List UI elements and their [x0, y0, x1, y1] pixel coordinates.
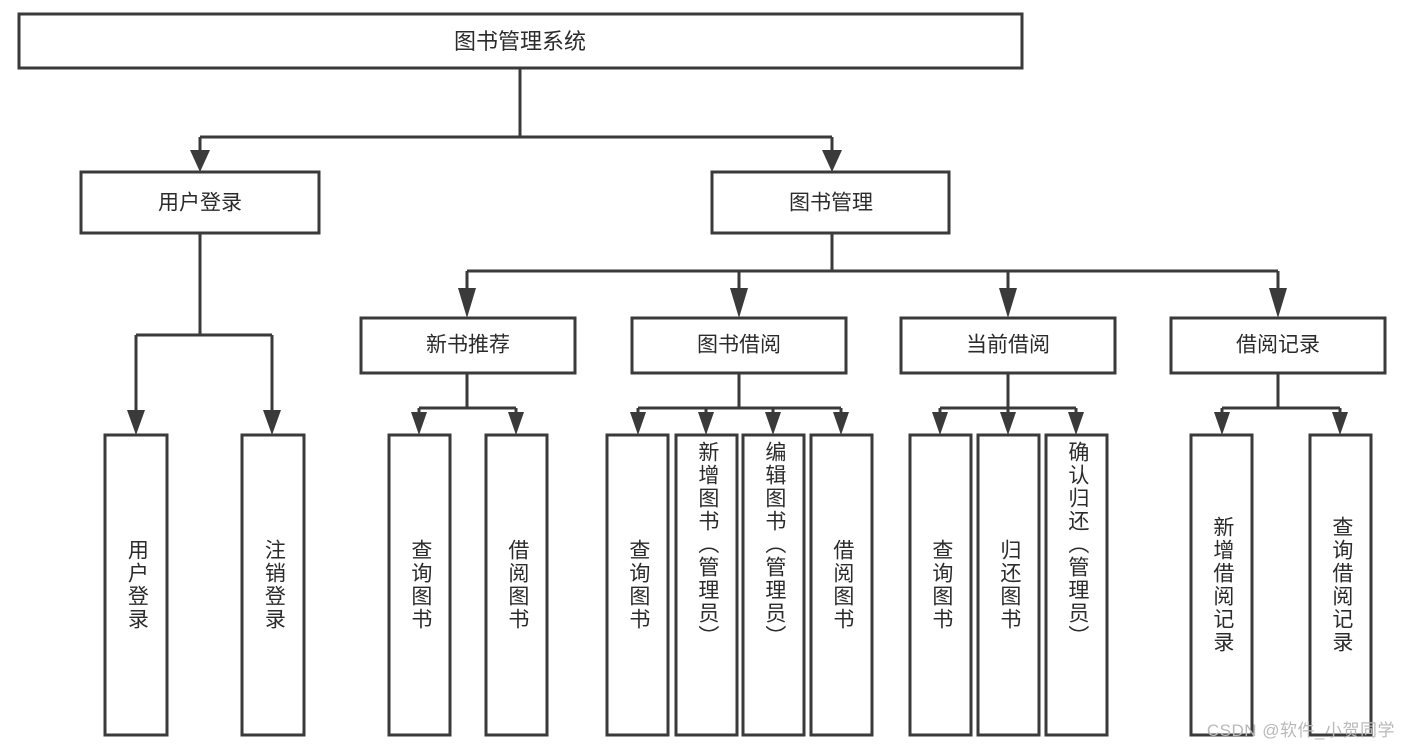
arrow-head-cb-leaf-1: [932, 412, 948, 435]
node-root-book-management-system[interactable]: 图书管理系统: [17, 12, 1024, 70]
leaf-box-cb-query-book[interactable]: [908, 433, 973, 737]
leaf-box-nb-borrow-book[interactable]: [484, 433, 549, 737]
node-label-root: 图书管理系统: [454, 29, 586, 54]
leaf-box-bb-borrow-book[interactable]: [809, 433, 874, 737]
arrow-head-leaf-user-login: [127, 410, 145, 435]
node-user-login[interactable]: 用户登录: [79, 170, 321, 235]
arrow-head-bb-leaf-3: [765, 412, 781, 435]
node-label-book-management: 图书管理: [789, 192, 873, 215]
node-label-borrow-record: 借阅记录: [1236, 334, 1320, 357]
node-box-new-book-recommend[interactable]: [359, 316, 577, 375]
leaf-box-cb-return-book[interactable]: [976, 433, 1041, 737]
leaf-box-nb-query-book[interactable]: [387, 433, 452, 737]
arrow-head-nb-leaf-2: [508, 412, 524, 435]
node-book-borrow[interactable]: 图书借阅: [630, 316, 848, 375]
node-box-root[interactable]: [17, 12, 1024, 70]
arrow-head-user-login: [190, 150, 210, 172]
connector-layer: [127, 68, 1348, 435]
node-box-book-management[interactable]: [710, 170, 951, 235]
node-borrow-record[interactable]: 借阅记录: [1169, 316, 1387, 375]
arrow-head-borrow-record: [1269, 288, 1287, 318]
node-label-current-borrow: 当前借阅: [966, 334, 1050, 357]
node-box-user-login[interactable]: [79, 170, 321, 235]
arrow-head-bb-leaf-1: [630, 412, 646, 435]
arrow-head-cb-leaf-3: [1068, 412, 1084, 435]
arrow-head-br-leaf-1: [1214, 412, 1230, 435]
arrow-head-cb-leaf-2: [1000, 412, 1016, 435]
leaf-box-user-login[interactable]: [103, 433, 169, 737]
arrow-head-new-book: [458, 288, 476, 318]
arrow-head-bb-leaf-2: [698, 412, 714, 435]
leaf-box-br-add-record[interactable]: [1189, 433, 1254, 737]
arrow-head-bb-leaf-4: [833, 412, 849, 435]
node-label-user-login: 用户登录: [158, 192, 242, 215]
leaf-box-layer: [103, 433, 1373, 737]
node-label-book-borrow: 图书借阅: [697, 334, 781, 357]
leaf-box-bb-edit-book[interactable]: [741, 433, 806, 737]
arrow-head-book-borrow: [730, 288, 748, 318]
node-book-management[interactable]: 图书管理: [710, 170, 951, 235]
node-box-borrow-record[interactable]: [1169, 316, 1387, 375]
arrow-head-br-leaf-2: [1332, 412, 1348, 435]
leaf-box-bb-query-book[interactable]: [605, 433, 670, 737]
node-label-new-book-recommend: 新书推荐: [426, 334, 510, 357]
node-box-current-borrow[interactable]: [899, 316, 1117, 375]
arrow-head-book-manage: [822, 150, 842, 172]
leaf-box-br-query-record[interactable]: [1308, 433, 1373, 737]
node-current-borrow[interactable]: 当前借阅: [899, 316, 1117, 375]
leaf-box-cb-confirm-return[interactable]: [1044, 433, 1109, 737]
leaf-box-bb-add-book[interactable]: [674, 433, 739, 737]
node-box-book-borrow[interactable]: [630, 316, 848, 375]
arrow-head-nb-leaf-1: [411, 412, 427, 435]
leaf-box-logout[interactable]: [240, 433, 306, 737]
node-new-book-recommend[interactable]: 新书推荐: [359, 316, 577, 375]
arrow-head-leaf-logout: [263, 410, 281, 435]
arrow-head-current-borrow: [999, 288, 1017, 318]
csdn-watermark: CSDN @软件_小贺同学: [1206, 721, 1395, 740]
